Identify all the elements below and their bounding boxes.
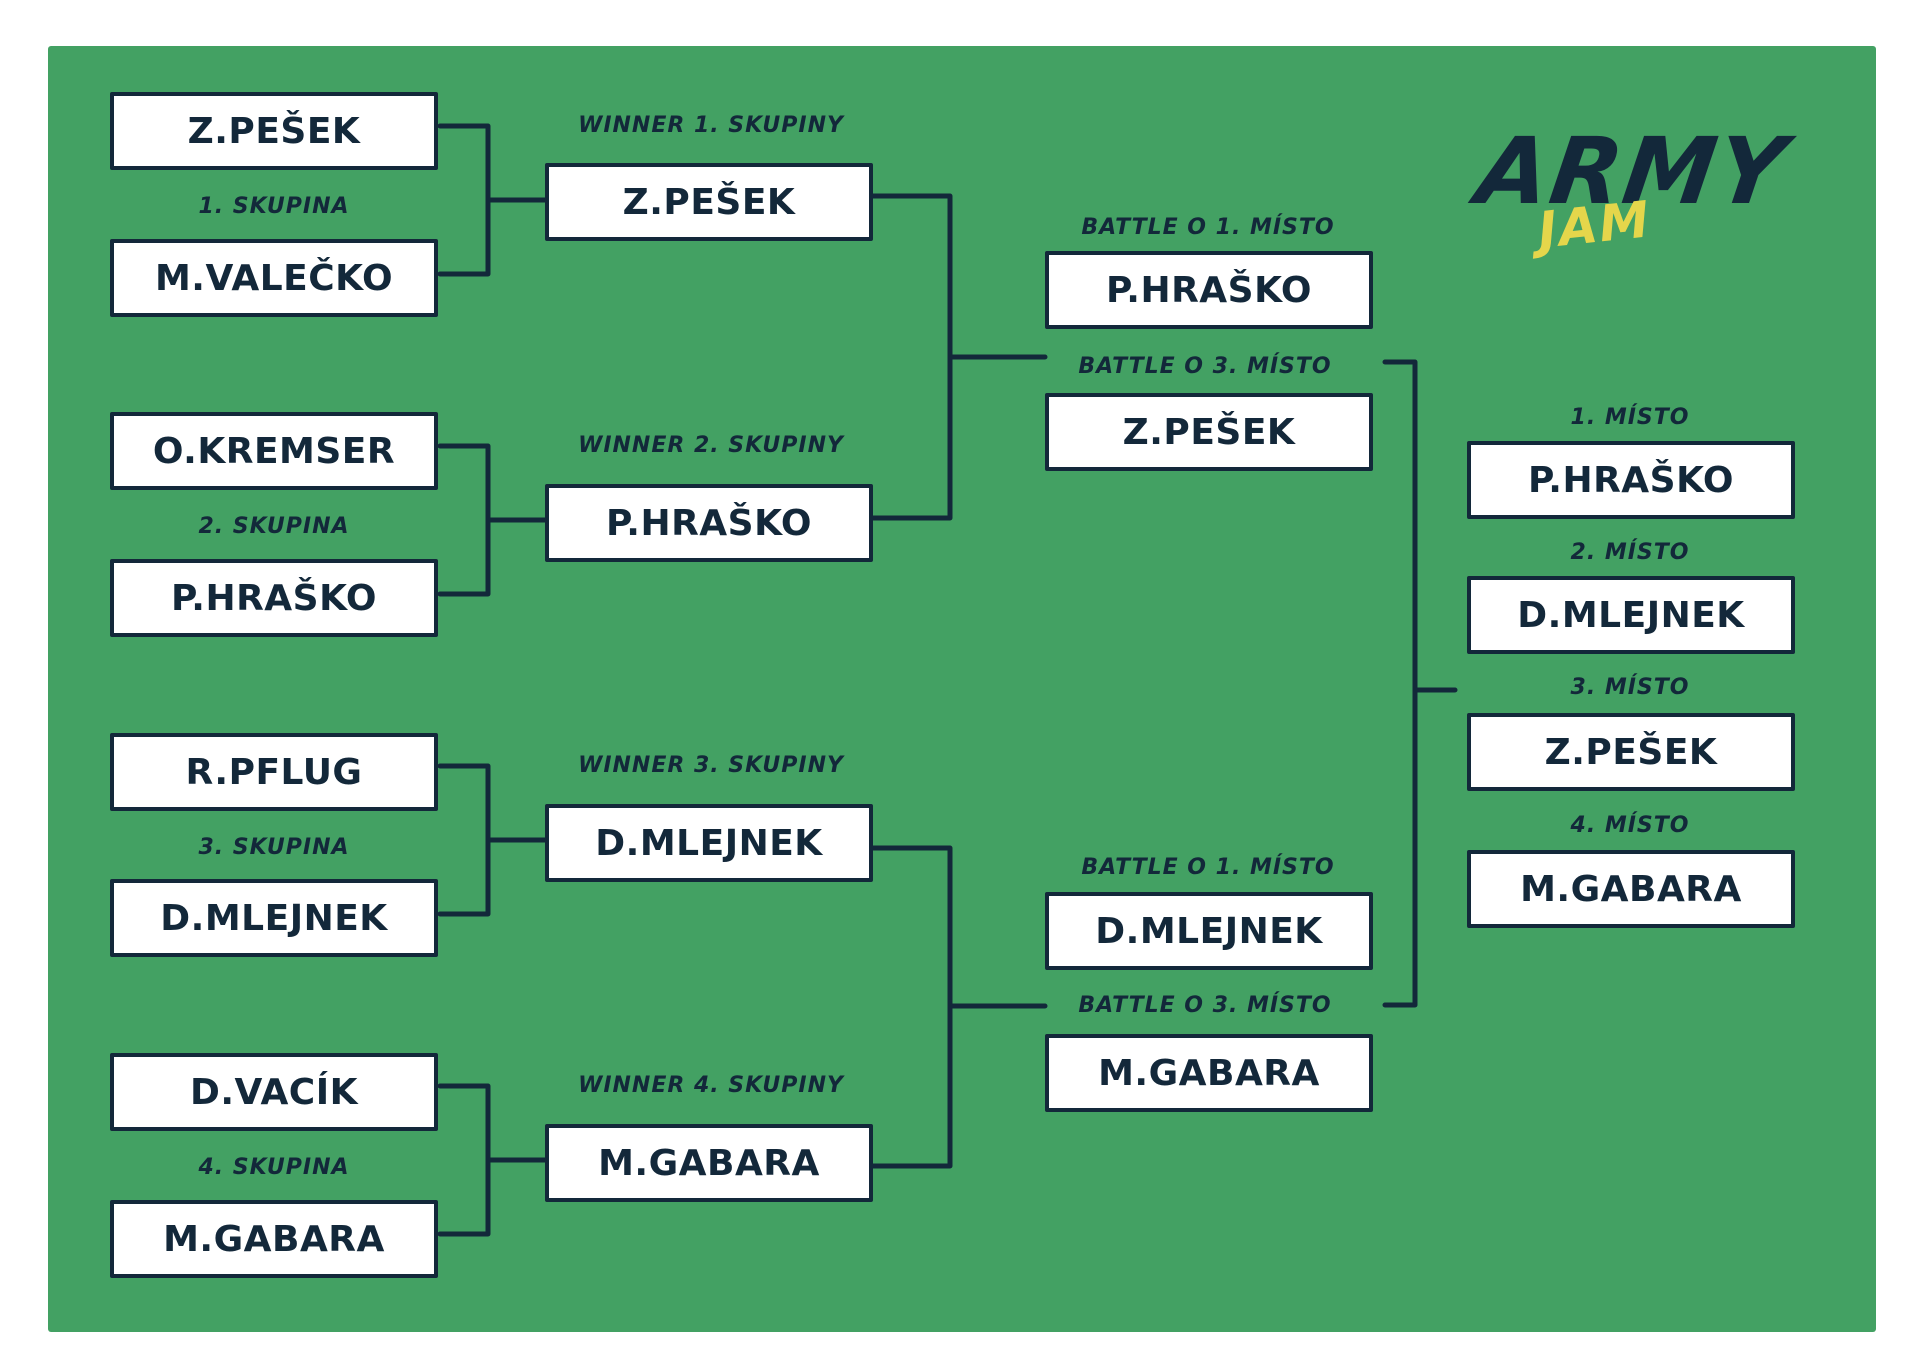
place-1-label: 1. místo — [1570, 405, 1690, 430]
logo-jam-text: JAM — [1535, 190, 1654, 260]
winner-1-box: Z.PEŠEK — [545, 163, 873, 241]
semi-1-first-box: P.HRAŠKO — [1045, 251, 1373, 329]
connector-group-1 — [437, 123, 548, 277]
connector-winners-3-4 — [870, 845, 1048, 1169]
group-4-label: 4. skupina — [198, 1155, 350, 1180]
semi-1-third-box: Z.PEŠEK — [1045, 393, 1373, 471]
group-3-player-bottom: D.MLEJNEK — [110, 879, 438, 957]
place-1-box: P.HRAŠKO — [1467, 441, 1795, 519]
army-jam-logo: ARMY JAM — [1470, 118, 1818, 278]
winner-3-box: D.MLEJNEK — [545, 804, 873, 882]
connector-semis-final — [1382, 359, 1458, 1008]
winner-3-label: Winner 3. skupiny — [578, 753, 844, 778]
connector-winners-1-2 — [870, 193, 1048, 521]
group-4-player-top: D.VACÍK — [110, 1053, 438, 1131]
group-4-player-bottom: M.GABARA — [110, 1200, 438, 1278]
semi-1-first-label: Battle o 1. místo — [1081, 215, 1335, 240]
winner-2-box: P.HRAŠKO — [545, 484, 873, 562]
winner-4-box: M.GABARA — [545, 1124, 873, 1202]
place-3-label: 3. místo — [1570, 675, 1690, 700]
connector-group-3 — [437, 763, 548, 917]
semi-2-third-label: Battle o 3. místo — [1078, 993, 1332, 1018]
semi-2-first-box: D.MLEJNEK — [1045, 892, 1373, 970]
winner-1-label: Winner 1. skupiny — [578, 113, 844, 138]
winner-4-label: Winner 4. skupiny — [578, 1073, 844, 1098]
semi-1-third-label: Battle o 3. místo — [1078, 354, 1332, 379]
group-1-player-bottom: M.VALEČKO — [110, 239, 438, 317]
connector-group-4 — [437, 1083, 548, 1237]
group-2-player-top: O.KREMSER — [110, 412, 438, 490]
place-2-label: 2. místo — [1570, 540, 1690, 565]
group-1-label: 1. skupina — [198, 194, 350, 219]
group-2-player-bottom: P.HRAŠKO — [110, 559, 438, 637]
group-3-player-top: R.PFLUG — [110, 733, 438, 811]
place-4-label: 4. místo — [1570, 813, 1690, 838]
semi-2-first-label: Battle o 1. místo — [1081, 855, 1335, 880]
place-3-box: Z.PEŠEK — [1467, 713, 1795, 791]
place-4-box: M.GABARA — [1467, 850, 1795, 928]
semi-2-third-box: M.GABARA — [1045, 1034, 1373, 1112]
place-2-box: D.MLEJNEK — [1467, 576, 1795, 654]
winner-2-label: Winner 2. skupiny — [578, 433, 844, 458]
group-2-label: 2. skupina — [198, 514, 350, 539]
group-1-player-top: Z.PEŠEK — [110, 92, 438, 170]
connector-group-2 — [437, 443, 548, 597]
group-3-label: 3. skupina — [198, 835, 350, 860]
